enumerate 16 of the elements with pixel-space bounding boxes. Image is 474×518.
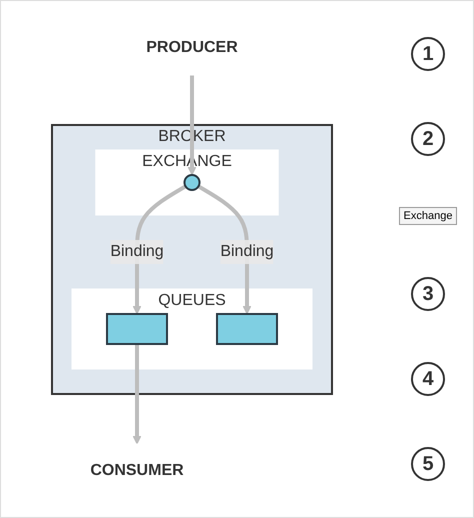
arrow [132, 344, 142, 444]
node-circle [184, 174, 200, 190]
step-number: 1 [411, 36, 445, 71]
node-box [106, 312, 168, 344]
cluster: QUEUES [72, 288, 312, 369]
node-box [216, 312, 278, 344]
edge-label: Binding [220, 242, 274, 260]
node-text: CONSUMER [90, 462, 184, 478]
edge-label: Binding [110, 242, 164, 260]
step-number: 3 [411, 276, 445, 311]
node-text: PRODUCER [146, 38, 238, 56]
step-number: 5 [411, 447, 445, 482]
arrow [188, 74, 196, 175]
step-number: 2 [411, 122, 445, 156]
step-number: 4 [411, 362, 445, 396]
tooltip: Exchange [398, 207, 458, 226]
